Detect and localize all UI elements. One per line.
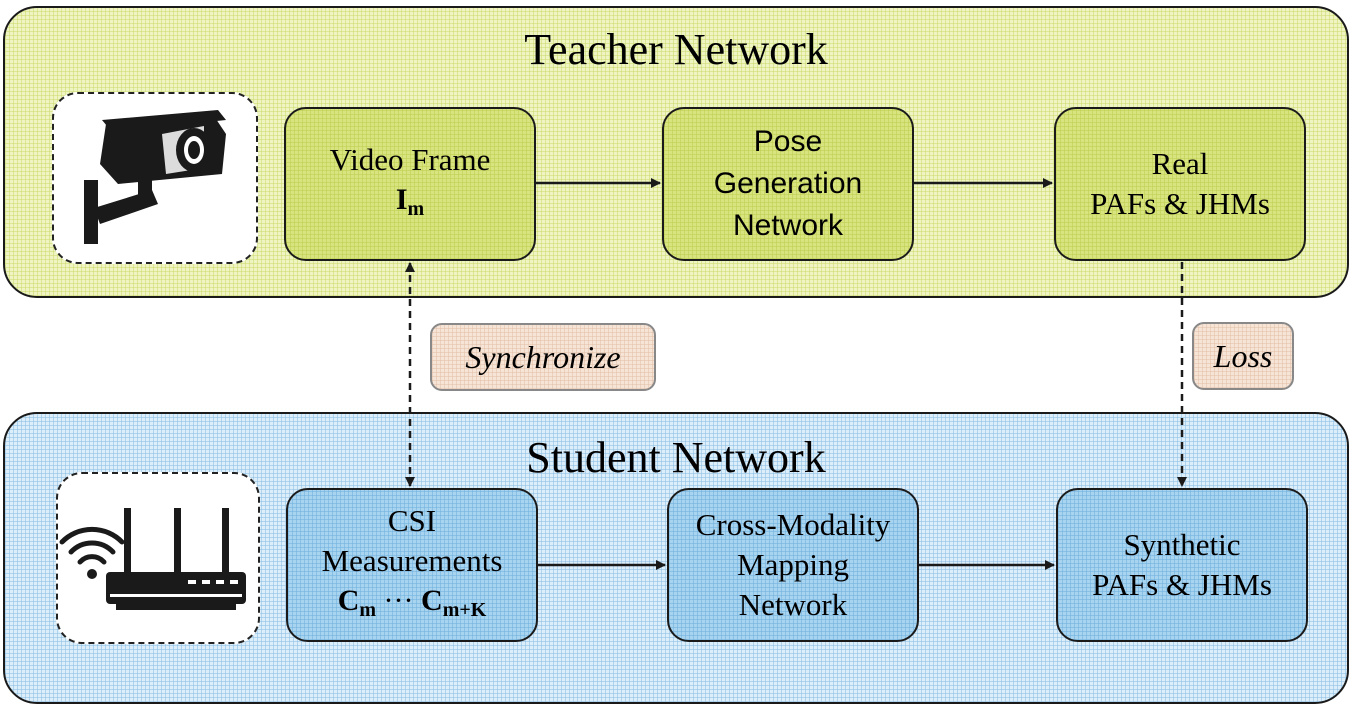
real-line-2: PAFs & JHMs [1090,186,1270,221]
wifi-router-icon [59,508,246,610]
pose-generation-line-2: Generation [713,167,863,200]
pose-generation-line-1: Pose [753,125,823,158]
csi-symbol: Cm ··· Cm+K [337,583,487,621]
csi-line-1: CSI [387,502,437,538]
real-pafs-jhms-node: Real PAFs & JHMs [1054,107,1306,261]
router-icon-frame [56,472,260,644]
cross-modality-line-3: Network [738,587,848,622]
video-frame-label: Video Frame [329,141,491,177]
synthetic-line-2: PAFs & JHMs [1092,567,1272,602]
surveillance-camera-icon [84,110,226,244]
loss-tag: Loss [1192,322,1294,390]
csi-line-2: Measurements [321,542,503,578]
synthetic-line-1: Synthetic [1123,527,1241,562]
pose-generation-network-node: Pose Generation Network [662,107,914,261]
video-frame-symbol: Im [395,182,425,220]
cross-modality-line-1: Cross-Modality [695,507,891,542]
synthetic-pafs-jhms-node: Synthetic PAFs & JHMs [1056,488,1308,642]
pose-generation-line-3: Network [732,209,844,242]
csi-measurements-node: CSI Measurements Cm ··· Cm+K [286,488,538,642]
cross-modality-mapping-network-node: Cross-Modality Mapping Network [667,488,919,642]
cross-modality-line-2: Mapping [737,547,849,582]
teacher-network-title: Teacher Network [524,25,828,74]
real-line-1: Real [1151,146,1209,181]
camera-icon-frame [52,92,258,264]
synchronize-tag: Synchronize [430,323,656,391]
student-network-title: Student Network [526,433,826,482]
video-frame-node: Video Frame Im [284,107,536,261]
